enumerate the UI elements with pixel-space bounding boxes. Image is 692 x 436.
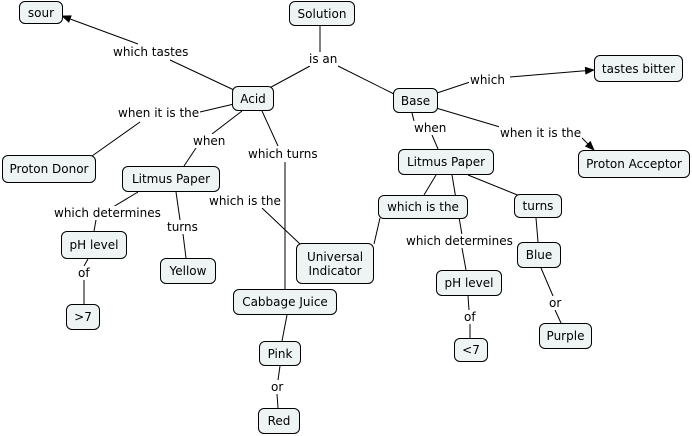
concept-proton-acceptor[interactable]: Proton Acceptor <box>578 150 690 178</box>
link-which-determines-acid: which determines <box>53 206 162 220</box>
link-when-it-is-the-acid: when it is the <box>117 106 201 120</box>
concept-label: tastes bitter <box>601 61 676 76</box>
concept-label: Litmus Paper <box>406 155 486 169</box>
concept-label: sour <box>27 5 55 20</box>
link-is-an: is an <box>308 52 339 66</box>
concept-label: Red <box>267 414 291 428</box>
concept-tastes-bitter[interactable]: tastes bitter <box>594 55 683 82</box>
concept-label: >7 <box>74 310 92 324</box>
concept-solution[interactable]: Solution <box>289 1 355 26</box>
link-when-it-is-the-base: when it is the <box>499 126 583 140</box>
concept-label: Proton Acceptor <box>586 157 682 171</box>
concept-blue[interactable]: Blue <box>517 242 561 268</box>
concept-ph-level-base[interactable]: pH level <box>436 270 502 296</box>
concept-label-line-2: Indicator <box>308 263 362 278</box>
link-which-tastes: which tastes <box>112 45 190 59</box>
concept-base[interactable]: Base <box>393 88 438 113</box>
concept-label: Proton Donor <box>9 162 89 176</box>
concept-label: pH level <box>69 238 119 252</box>
concept-litmus-paper-acid[interactable]: Litmus Paper <box>122 166 220 192</box>
link-which-turns: which turns <box>247 147 319 161</box>
concept-proton-donor[interactable]: Proton Donor <box>2 155 96 183</box>
concept-label: Cabbage Juice <box>242 295 328 309</box>
concept-label: Yellow <box>169 264 207 278</box>
concept-label: Solution <box>297 6 347 21</box>
link-or-pink-red: or <box>270 380 285 394</box>
concept-lt7[interactable]: <7 <box>454 338 488 362</box>
concept-label: Purple <box>546 329 585 343</box>
concept-yellow[interactable]: Yellow <box>160 258 216 284</box>
link-or-blue-purple: or <box>548 296 563 310</box>
concept-label: Litmus Paper <box>131 172 211 186</box>
link-which: which <box>469 73 506 87</box>
concept-sour[interactable]: sour <box>19 1 63 24</box>
link-of-base: of <box>463 310 477 324</box>
concept-label: Pink <box>267 346 293 361</box>
concept-label: Acid <box>240 91 266 106</box>
link-of-acid: of <box>77 266 91 280</box>
concept-purple[interactable]: Purple <box>539 323 592 349</box>
concept-label-line-1: Universal <box>306 249 364 264</box>
concept-which-is-the[interactable]: which is the <box>378 195 468 219</box>
link-when-acid: when <box>192 134 227 148</box>
concept-label: <7 <box>462 343 480 357</box>
link-which-is-the-acid: which is the <box>208 194 282 208</box>
concept-label: Blue <box>525 248 553 262</box>
concept-acid[interactable]: Acid <box>232 86 274 111</box>
concept-ph-level-acid[interactable]: pH level <box>61 231 127 259</box>
concept-label: turns <box>522 199 554 213</box>
link-turns-acid: turns <box>166 220 199 234</box>
concept-universal-indicator[interactable]: Universal Indicator <box>296 243 374 284</box>
concept-cabbage-juice[interactable]: Cabbage Juice <box>233 289 337 315</box>
concept-turns[interactable]: turns <box>514 194 562 218</box>
concept-pink[interactable]: Pink <box>259 341 301 366</box>
concept-label: Base <box>400 93 431 108</box>
concept-label: which is the <box>387 200 459 214</box>
concept-litmus-paper-base[interactable]: Litmus Paper <box>398 149 494 175</box>
link-when-base: when <box>413 121 448 135</box>
concept-gt7[interactable]: >7 <box>66 304 100 330</box>
concept-red[interactable]: Red <box>258 408 300 434</box>
concept-label: pH level <box>444 276 494 290</box>
link-which-determines-base: which determines <box>405 234 514 248</box>
